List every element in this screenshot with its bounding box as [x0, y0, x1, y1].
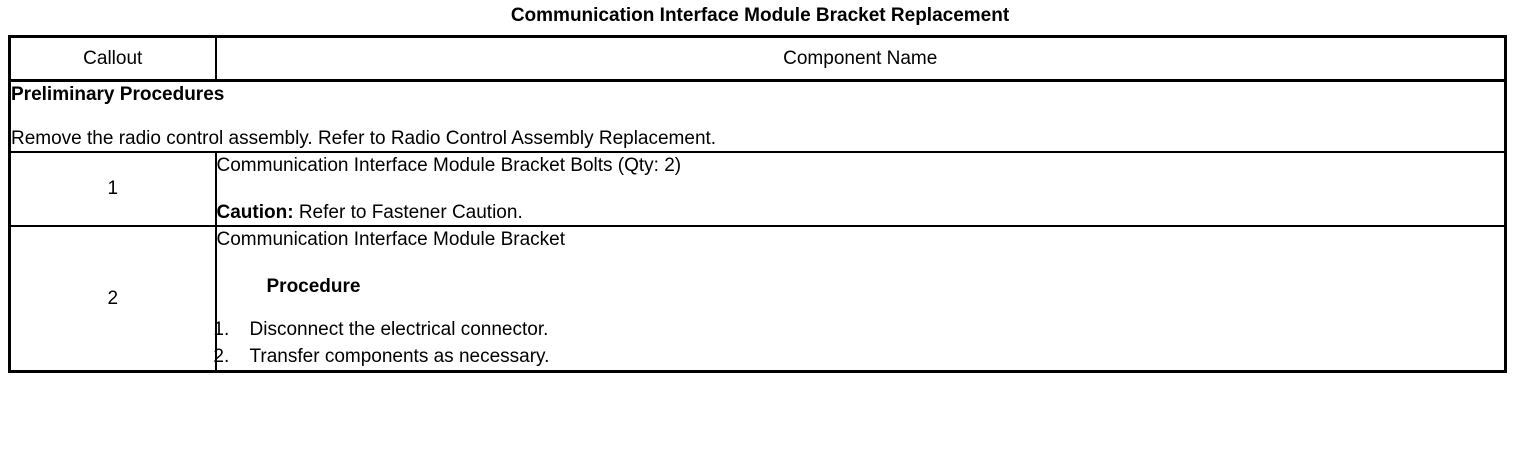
procedure-table: Callout Component Name Preliminary Proce…	[8, 35, 1507, 373]
callout-number-1: 1	[8, 151, 217, 227]
component-name-cell-1: Communication Interface Module Bracket B…	[214, 151, 1507, 227]
component-name-2: Communication Interface Module Bracket	[216, 229, 566, 250]
list-item: Transfer components as necessary.	[235, 343, 1505, 370]
page-title: Communication Interface Module Bracket R…	[510, 5, 1010, 26]
procedure-heading-2: Procedure	[266, 276, 361, 297]
table-body: Preliminary Procedures Remove the radio …	[8, 79, 1507, 373]
caution-label: Caution:	[216, 202, 294, 223]
header-row: Callout Component Name	[8, 35, 1507, 82]
procedure-step-list: Disconnect the electrical connector. Tra…	[217, 316, 1505, 370]
list-item: Disconnect the electrical connector.	[235, 316, 1505, 343]
caution-note-1: Caution: Refer to Fastener Caution.	[217, 200, 1505, 225]
header-callout: Callout	[8, 35, 217, 82]
callout-number-2: 2	[8, 225, 217, 373]
preliminary-procedures-cell: Preliminary Procedures Remove the radio …	[8, 79, 1507, 153]
table-row: 1 Communication Interface Module Bracket…	[8, 151, 1507, 227]
component-name-1: Communication Interface Module Bracket B…	[216, 155, 682, 176]
table-header: Callout Component Name	[8, 35, 1507, 82]
preliminary-procedures-text: Remove the radio control assembly. Refer…	[11, 128, 717, 149]
preliminary-procedures-heading: Preliminary Procedures	[11, 84, 225, 105]
preliminary-procedures-row: Preliminary Procedures Remove the radio …	[8, 79, 1507, 153]
component-name-cell-2: Communication Interface Module Bracket P…	[214, 225, 1507, 373]
procedure-table-wrapper: Callout Component Name Preliminary Proce…	[8, 35, 1512, 373]
table-row: 2 Communication Interface Module Bracket…	[8, 225, 1507, 373]
caution-body: Refer to Fastener Caution.	[298, 202, 523, 223]
header-component-name: Component Name	[214, 35, 1507, 82]
